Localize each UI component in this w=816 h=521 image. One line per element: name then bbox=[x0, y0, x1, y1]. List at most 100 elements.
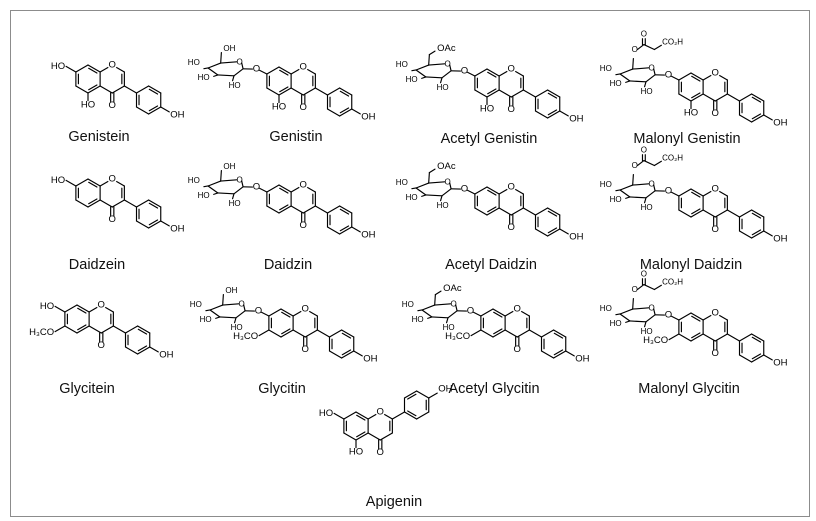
carbonyl-oxygen-label: O bbox=[514, 344, 521, 355]
compound-name-label: Malonyl Daidzin bbox=[639, 257, 743, 273]
c2-hydroxyl-label: HO bbox=[443, 323, 455, 332]
glycosidic-oxygen-label: O bbox=[665, 186, 672, 197]
c3-hydroxyl-label: HO bbox=[610, 319, 622, 328]
carbonyl-oxygen-label: O bbox=[712, 224, 719, 235]
5-hydroxyl-label: HO bbox=[272, 102, 286, 113]
para-hydroxyl-label: OH bbox=[361, 229, 375, 240]
c2-hydroxyl-label: HO bbox=[437, 201, 449, 210]
7-hydroxyl-label: HO bbox=[51, 175, 65, 186]
pyranose-oxygen-label: O bbox=[648, 179, 654, 188]
glycosidic-oxygen-label: O bbox=[461, 66, 468, 77]
ring-oxygen-label: O bbox=[514, 304, 521, 315]
pyranose-oxygen-label: O bbox=[236, 57, 242, 66]
para-hydroxyl-label: OH bbox=[363, 353, 377, 364]
compound-name-label: Acetyl Genistin bbox=[440, 131, 538, 147]
pyranose-oxygen-label: O bbox=[444, 59, 450, 68]
c3-hydroxyl-label: HO bbox=[610, 195, 622, 204]
compound-name-label: Malonyl Genistin bbox=[633, 131, 741, 147]
c6-hydroxyl-label: OH bbox=[223, 162, 235, 171]
c4-hydroxyl-label: HO bbox=[190, 300, 202, 309]
c4-hydroxyl-label: HO bbox=[600, 64, 612, 73]
c2-hydroxyl-label: HO bbox=[641, 87, 653, 96]
pyranose-oxygen-label: O bbox=[648, 63, 654, 72]
5-hydroxyl-label: HO bbox=[349, 447, 363, 458]
methoxy-label: H₃CO bbox=[233, 331, 258, 342]
carboxyl-label: CO₂H bbox=[662, 153, 683, 162]
carbonyl-oxygen-label: O bbox=[300, 102, 307, 113]
c4-hydroxyl-label: HO bbox=[188, 58, 200, 67]
methoxy-label: H₃CO bbox=[29, 327, 54, 338]
ring-oxygen-label: O bbox=[508, 64, 515, 75]
carbonyl-oxygen-label: O bbox=[508, 222, 515, 233]
carbonyl-oxygen-label: O bbox=[712, 348, 719, 359]
c2-hydroxyl-label: HO bbox=[231, 323, 243, 332]
c3-hydroxyl-label: HO bbox=[200, 315, 212, 324]
c3-hydroxyl-label: HO bbox=[198, 191, 210, 200]
c4-hydroxyl-label: HO bbox=[600, 304, 612, 313]
glycosidic-oxygen-label: O bbox=[255, 306, 262, 317]
5-hydroxyl-label: HO bbox=[81, 100, 95, 111]
ester-oxygen-label: O bbox=[632, 45, 638, 54]
c2-hydroxyl-label: HO bbox=[229, 199, 241, 208]
ester-carbonyl-label: O bbox=[641, 269, 647, 278]
glycosidic-oxygen-label: O bbox=[665, 70, 672, 81]
para-hydroxyl-label: OH bbox=[773, 357, 787, 368]
para-hydroxyl-label: OH bbox=[773, 117, 787, 128]
c4-hydroxyl-label: HO bbox=[396, 60, 408, 69]
c6-hydroxyl-label: OH bbox=[225, 286, 237, 295]
c3-hydroxyl-label: HO bbox=[406, 75, 418, 84]
para-hydroxyl-label: OH bbox=[361, 111, 375, 122]
ring-oxygen-label: O bbox=[302, 304, 309, 315]
c3-hydroxyl-label: HO bbox=[610, 79, 622, 88]
glycosidic-oxygen-label: O bbox=[665, 310, 672, 321]
glycosidic-oxygen-label: O bbox=[253, 182, 260, 193]
carbonyl-oxygen-label: O bbox=[300, 220, 307, 231]
5-hydroxyl-label: HO bbox=[684, 108, 698, 119]
ring-oxygen-label: O bbox=[712, 184, 719, 195]
carboxyl-label: CO₂H bbox=[662, 37, 683, 46]
pyranose-oxygen-label: O bbox=[450, 299, 456, 308]
acetoxy-label: OAc bbox=[437, 161, 456, 172]
compound-name-label: Glycitin bbox=[258, 381, 306, 397]
compound-name-label: Acetyl Daidzin bbox=[445, 257, 537, 273]
compound-name-label: Daidzin bbox=[263, 257, 313, 273]
para-hydroxyl-label: OH bbox=[773, 233, 787, 244]
carbonyl-oxygen-label: O bbox=[98, 340, 105, 351]
glycosidic-oxygen-label: O bbox=[467, 306, 474, 317]
c4-hydroxyl-label: HO bbox=[188, 176, 200, 185]
c4-hydroxyl-label: HO bbox=[402, 300, 414, 309]
para-hydroxyl-label: OH bbox=[170, 109, 184, 120]
glycosidic-oxygen-label: O bbox=[253, 64, 260, 75]
carbonyl-oxygen-label: O bbox=[302, 344, 309, 355]
para-hydroxyl-label: OH bbox=[438, 384, 452, 395]
glycosidic-oxygen-label: O bbox=[461, 184, 468, 195]
ring-oxygen-label: O bbox=[508, 182, 515, 193]
carbonyl-oxygen-label: O bbox=[377, 447, 384, 458]
carbonyl-oxygen-label: O bbox=[109, 100, 116, 111]
c3-hydroxyl-label: HO bbox=[406, 193, 418, 202]
c3-hydroxyl-label: HO bbox=[412, 315, 424, 324]
carbonyl-oxygen-label: O bbox=[109, 214, 116, 225]
para-hydroxyl-label: OH bbox=[159, 349, 173, 360]
c2-hydroxyl-label: HO bbox=[641, 327, 653, 336]
ring-oxygen-label: O bbox=[300, 62, 307, 73]
c3-hydroxyl-label: HO bbox=[198, 73, 210, 82]
ring-oxygen-label: O bbox=[712, 308, 719, 319]
ester-carbonyl-label: O bbox=[641, 29, 647, 38]
pyranose-oxygen-label: O bbox=[236, 175, 242, 184]
compound-name-label: Glycitein bbox=[59, 381, 115, 397]
compound-name-label: Acetyl Glycitin bbox=[448, 381, 540, 397]
ring-oxygen-label: O bbox=[109, 174, 116, 185]
7-hydroxyl-label: HO bbox=[319, 408, 333, 419]
ring-oxygen-label: O bbox=[712, 68, 719, 79]
